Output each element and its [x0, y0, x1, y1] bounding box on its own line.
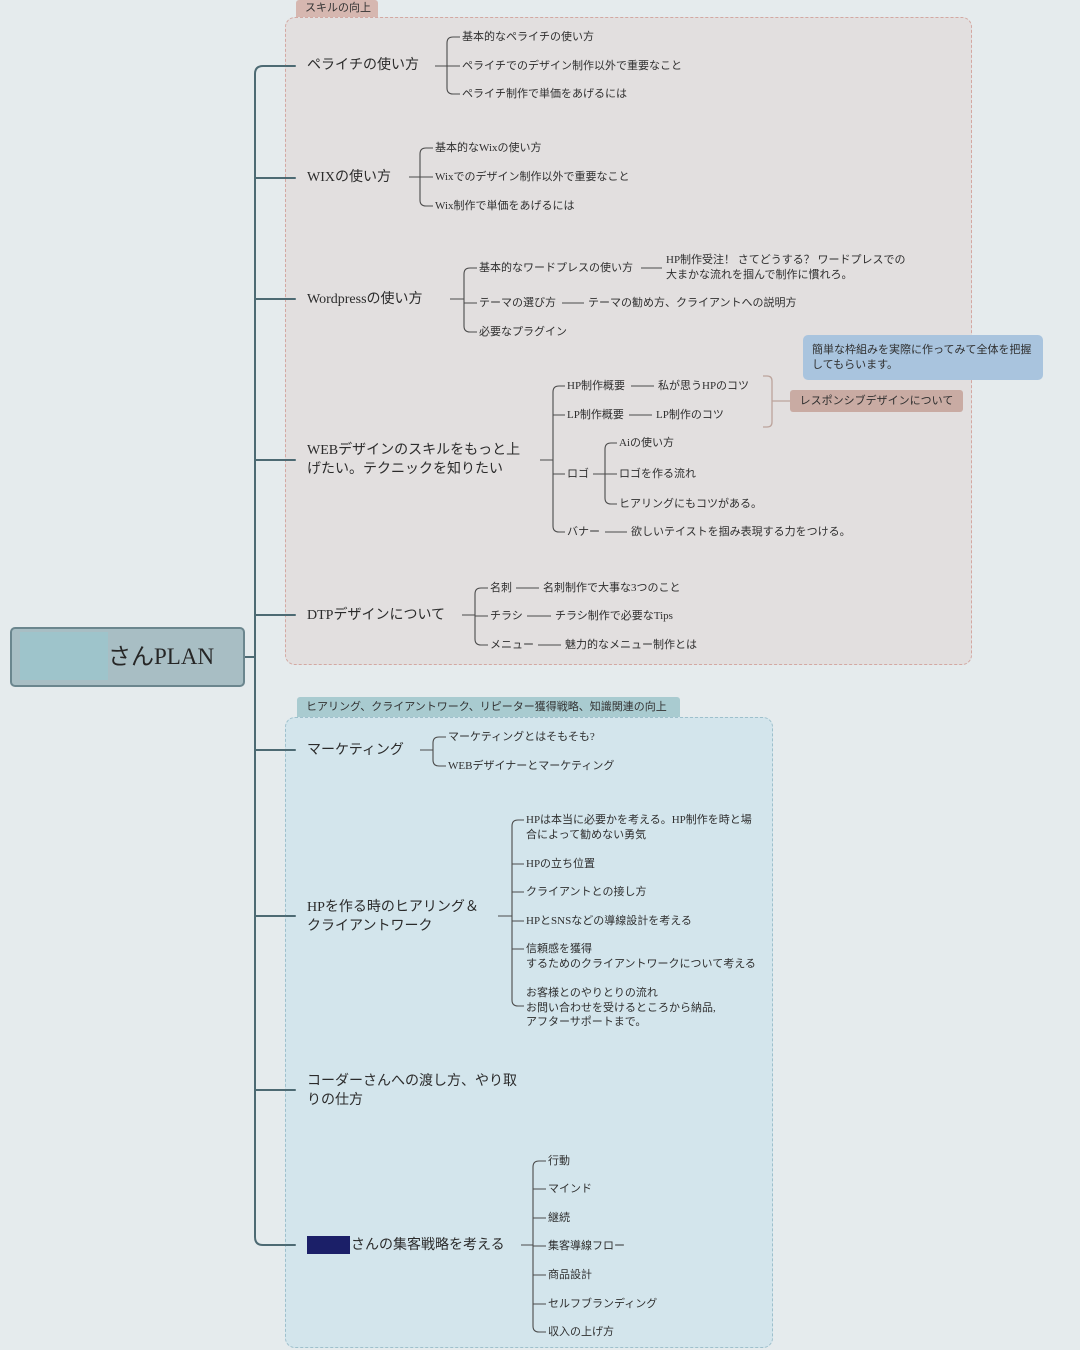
subtopic-lp-overview: LP制作概要: [567, 409, 624, 421]
detail-logo-flow: ロゴを作る流れ: [619, 468, 696, 480]
detail-flyer: チラシ制作で必要なTips: [555, 610, 673, 622]
summary-responsive-design: レスポンシブデザインについて: [790, 390, 963, 412]
subtopic-product-design: 商品設計: [548, 1269, 592, 1281]
detail-wordpress-flow: HP制作受注！ さてどうする？ ワードプレスでの 大まかな流れを掴んで制作に慣れ…: [666, 254, 906, 281]
subtopic-hp-necessity: HPは本当に必要かを考える。HP制作を時と場 合によって勧めない勇気: [526, 814, 752, 841]
detail-logo-hearing: ヒアリングにもコツがある。: [619, 498, 762, 510]
topic-customer-strategy: さんの集客戦略を考える: [351, 1238, 505, 1253]
subtopic-theme-choice: テーマの選び方: [479, 297, 556, 309]
redacted-name-block: [20, 632, 108, 680]
subtopic-wix-pricing: Wix制作で単価をあげるには: [435, 200, 575, 212]
topic-marketing: マーケティング: [307, 743, 404, 758]
group-label-hearing-client-work: ヒアリング、クライアントワーク、リピーター獲得戦略、知識関連の向上: [297, 697, 680, 717]
subtopic-income: 収入の上げ方: [548, 1326, 614, 1338]
subtopic-self-branding: セルフブランディング: [548, 1298, 658, 1310]
root-label: さんPLAN: [108, 644, 215, 669]
detail-business-card: 名刺制作で大事な3つのこと: [543, 582, 681, 594]
topic-coder-handoff: コーダーさんへの渡し方、やり取 りの仕方: [307, 1074, 517, 1108]
subtopic-banner: バナー: [567, 526, 600, 538]
callout-note: 簡単な枠組みを実際に作ってみて全体を把握 してもらいます。: [803, 335, 1043, 380]
subtopic-flyer: チラシ: [490, 610, 523, 622]
group-label-skill-up: スキルの向上: [296, 0, 378, 17]
detail-hp-tips: 私が思うHPのコツ: [658, 380, 750, 392]
subtopic-logo: ロゴ: [567, 468, 589, 480]
subtopic-wordpress-basics: 基本的なワードプレスの使い方: [479, 262, 633, 274]
topic-wix: WIXの使い方: [307, 170, 391, 185]
subtopic-trust-client-work: 信頼感を獲得 するためのクライアントワークについて考える: [526, 943, 756, 970]
detail-menu: 魅力的なメニュー制作とは: [565, 639, 697, 651]
subtopic-perachi-pricing: ペライチ制作で単価をあげるには: [462, 88, 627, 100]
detail-lp-tips: LP制作のコツ: [656, 409, 724, 421]
subtopic-wix-basics: 基本的なWixの使い方: [435, 142, 542, 154]
subtopic-client-manner: クライアントとの接し方: [526, 886, 647, 898]
detail-theme-explanation: テーマの勧め方、クライアントへの説明方: [588, 297, 797, 309]
subtopic-hp-sns-flow: HPとSNSなどの導線設計を考える: [526, 915, 692, 927]
subtopic-wix-non-design: Wixでのデザイン制作以外で重要なこと: [435, 171, 630, 183]
subtopic-plugins: 必要なプラグイン: [479, 326, 567, 338]
subtopic-perachi-basics: 基本的なペライチの使い方: [462, 31, 594, 43]
subtopic-business-card: 名刺: [490, 582, 512, 594]
subtopic-acquisition-flow: 集客導線フロー: [548, 1240, 625, 1252]
subtopic-hp-position: HPの立ち位置: [526, 858, 596, 870]
redacted-name-block: [307, 1236, 350, 1254]
root-node: さんPLAN: [10, 627, 245, 687]
subtopic-mind: マインド: [548, 1183, 592, 1195]
subtopic-what-is-marketing: マーケティングとはそもそも?: [448, 731, 595, 743]
topic-perachi: ペライチの使い方: [307, 58, 419, 73]
subtopic-action: 行動: [548, 1155, 570, 1167]
subtopic-perachi-non-design: ペライチでのデザイン制作以外で重要なこと: [462, 60, 682, 72]
detail-ai-usage: Aiの使い方: [619, 437, 674, 449]
detail-banner-taste: 欲しいテイストを掴み表現する力をつける。: [631, 526, 851, 538]
topic-web-design-skill: WEBデザインのスキルをもっと上 げたい。テクニックを知りたい: [307, 443, 521, 477]
topic-hp-hearing-client-work: HPを作る時のヒアリング＆ クライアントワーク: [307, 900, 479, 934]
subtopic-customer-flow: お客様とのやりとりの流れ お問い合わせを受けるところから納品, アフターサポート…: [526, 987, 716, 1028]
topic-wordpress: Wordpressの使い方: [307, 292, 423, 307]
subtopic-continuation: 継続: [548, 1212, 570, 1224]
topic-dtp-design: DTPデザインについて: [307, 608, 446, 623]
subtopic-hp-overview: HP制作概要: [567, 380, 626, 392]
subtopic-designer-marketing: WEBデザイナーとマーケティング: [448, 760, 615, 772]
subtopic-menu: メニュー: [490, 639, 534, 651]
